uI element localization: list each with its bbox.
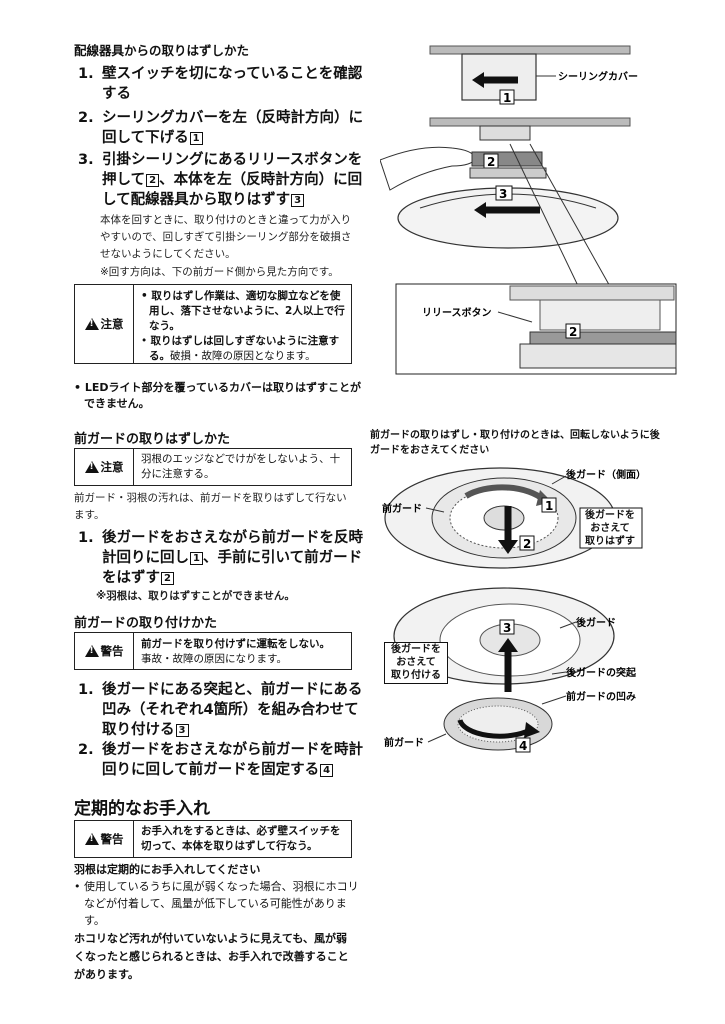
step-text: 後ガードにある突起と、前ガードにある凹み（それぞれ4箇所）を組み合わせて取り付け… (102, 682, 363, 738)
warning-triangle-icon (84, 318, 99, 330)
maintenance-title: 定期的なお手入れ (74, 799, 210, 819)
press-rear-attach-label: 後ガードを おさえて 取り付ける (384, 642, 448, 684)
fig-marker: 1 (503, 91, 511, 105)
caution-box: 注意 • 取りはずし作業は、適切な脚立などを使用し、落下させないように、2人以上… (74, 284, 352, 364)
caution-box: 注意 羽根のエッジなどでけがをしないよう、十分に注意する。 (74, 448, 352, 486)
release-button-label: リリースボタン (422, 306, 492, 319)
step-number: 1. (78, 530, 94, 546)
step-marker: 2 (161, 572, 174, 585)
arrow-head-icon (472, 72, 484, 88)
step-number: 1. (78, 66, 94, 82)
removal-step-1: 1. 壁スイッチを切になっていることを確認する (78, 64, 368, 104)
caution-item: • 取りはずし作業は、適切な脚立などを使用し、落下させないように、2人以上で行な… (141, 290, 345, 332)
maintenance-closing: ホコリなど汚れが付いていないように見えても、風が弱くなったと感じられるときは、お… (74, 932, 349, 981)
front-guard-label: 前ガード (384, 736, 424, 749)
guard-figure-caption: 前ガードの取りはずし・取り付けのときは、回転しないように後ガードをおさえてくださ… (370, 430, 660, 456)
step-text: 壁スイッチを切になっていることを確認する (102, 66, 363, 102)
rear-guard-label: 後ガード (576, 616, 616, 629)
ceiling-cover-label: シーリングカバー (558, 70, 638, 83)
removal-step-3-note: 本体を回すときに、取り付けのときと違って力が入りやすいので、回しすぎて引掛シーリ… (100, 214, 352, 260)
removal-title: 配線器具からの取りはずしかた (74, 43, 250, 58)
protrusion-label: 後ガードの突起 (566, 666, 637, 679)
step-number: 2. (78, 742, 94, 758)
step-number: 1. (78, 682, 94, 698)
fig-marker: 2 (569, 325, 577, 339)
step-marker: 2 (146, 174, 160, 187)
press-rear-remove-box (579, 507, 643, 549)
ceiling-plate (429, 45, 631, 55)
fig-marker: 3 (499, 187, 507, 201)
front-guard-attach-title: 前ガードの取り付けかた (74, 616, 218, 631)
warning-triangle-icon (84, 833, 99, 845)
blade-note: ※羽根は、取りはずすことができません。 (96, 590, 295, 602)
fig-marker: 2 (523, 537, 531, 551)
warning-triangle-icon (84, 645, 99, 657)
caution-item: • 取りはずしは回しすぎないように注意する。破損・故障の原因となります。 (141, 335, 340, 362)
step-number: 3. (78, 152, 94, 168)
front-guard-attach-step-1: 1. 後ガードにある突起と、前ガードにある凹み（それぞれ4箇所）を組み合わせて取… (78, 680, 368, 742)
hand-illustration (380, 146, 477, 191)
fig-marker: 1 (545, 499, 553, 513)
caution-label: 注意 (75, 449, 134, 485)
step-marker: 3 (291, 194, 305, 207)
fig-marker: 3 (503, 621, 511, 635)
step-marker: 3 (175, 724, 189, 737)
ceiling-removal-figure: シーリングカバー 1 2 3 リリースボタン 2 (380, 45, 677, 375)
warning-triangle-icon (84, 461, 99, 473)
warning-box: 警告 前ガードを取り付けずに運転をしない。 事故・故障の原因になります。 (74, 632, 352, 670)
led-note: • LEDライト部分を覆っているカバーは取りはずすことができません。 (74, 381, 361, 410)
warning-box: 警告 お手入れをするときは、必ず壁スイッチを切って、本体を取りはずして行なう。 (74, 820, 352, 858)
caution-label: 注意 (75, 285, 134, 363)
step-marker: 4 (320, 764, 334, 777)
press-rear-remove-label: 後ガードを おさえて 取りはずす (585, 510, 635, 547)
guard-figure: 1 2 後ガード（側面） 前ガード 3 4 後ガード 後ガードの突起 前ガードの… (382, 467, 646, 753)
maintenance-bullet: • 使用しているうちに風が弱くなった場合、羽根にホコリなどが付着して、風量が低下… (74, 880, 359, 927)
warning-label: 警告 (75, 821, 134, 857)
removal-direction-note: ※回す方向は、下の前ガード側から見た方向です。 (100, 266, 339, 278)
front-guard-label: 前ガード (382, 502, 422, 515)
front-guard-removal-title: 前ガードの取りはずしかた (74, 432, 231, 447)
rear-guard-side-label: 後ガード（側面） (566, 468, 646, 481)
front-guard-intro: 前ガード・羽根の汚れは、前ガードを取りはずして行ないます。 (74, 492, 347, 521)
fig-marker: 4 (519, 739, 527, 753)
step-number: 2. (78, 110, 94, 126)
step-marker: 1 (190, 552, 203, 565)
maintenance-subtitle: 羽根は定期的にお手入れしてください (74, 863, 261, 876)
step-marker: 1 (189, 132, 203, 145)
fig-marker: 2 (487, 155, 495, 169)
warning-label: 警告 (75, 633, 134, 669)
recess-label: 前ガードの凹み (566, 690, 636, 703)
